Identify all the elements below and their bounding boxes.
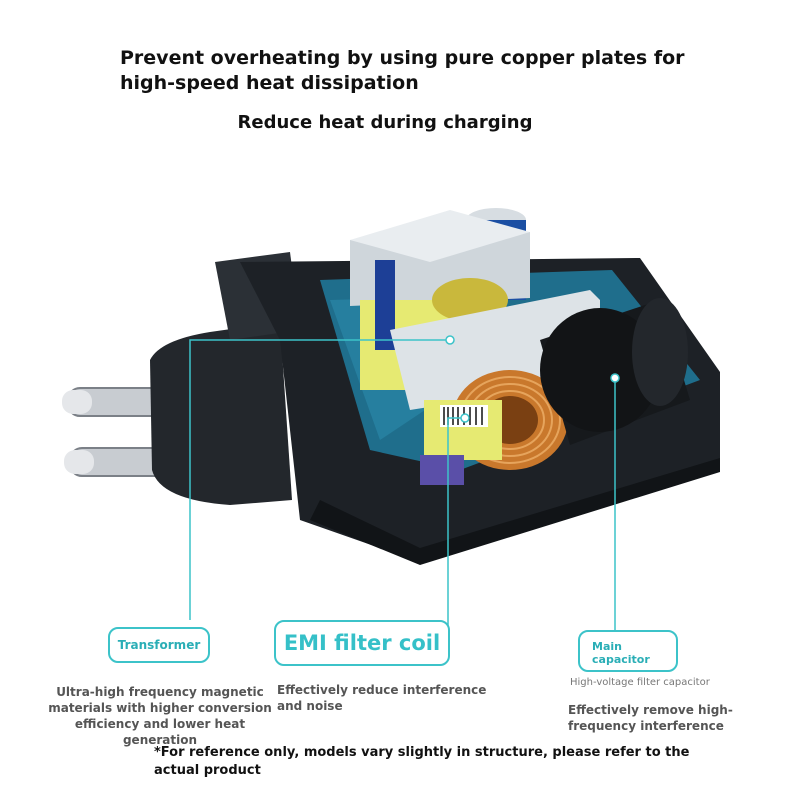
emi-description: Effectively reduce interference and nois… bbox=[277, 683, 487, 713]
capacitor-description: Effectively remove high-frequency interf… bbox=[568, 703, 733, 733]
transformer-description: Ultra-high frequency magnetic materials … bbox=[48, 685, 272, 747]
subheadline: Reduce heat during charging bbox=[237, 112, 533, 133]
charger-illustration bbox=[62, 208, 720, 630]
transformer-label: Transformer bbox=[108, 627, 210, 663]
emi-filter-coil-label: EMI filter coil bbox=[274, 620, 450, 666]
main-capacitor bbox=[540, 298, 690, 445]
footnote: *For reference only, models vary slightl… bbox=[154, 745, 690, 778]
plug-head bbox=[150, 322, 292, 505]
transformer bbox=[350, 210, 600, 410]
callout-lines bbox=[189, 339, 616, 630]
headline: Prevent overheating by using pure copper… bbox=[120, 47, 685, 94]
main-capacitor-label: Main capacitor bbox=[578, 630, 678, 672]
capacitor-note: High-voltage filter capacitor bbox=[570, 677, 710, 688]
